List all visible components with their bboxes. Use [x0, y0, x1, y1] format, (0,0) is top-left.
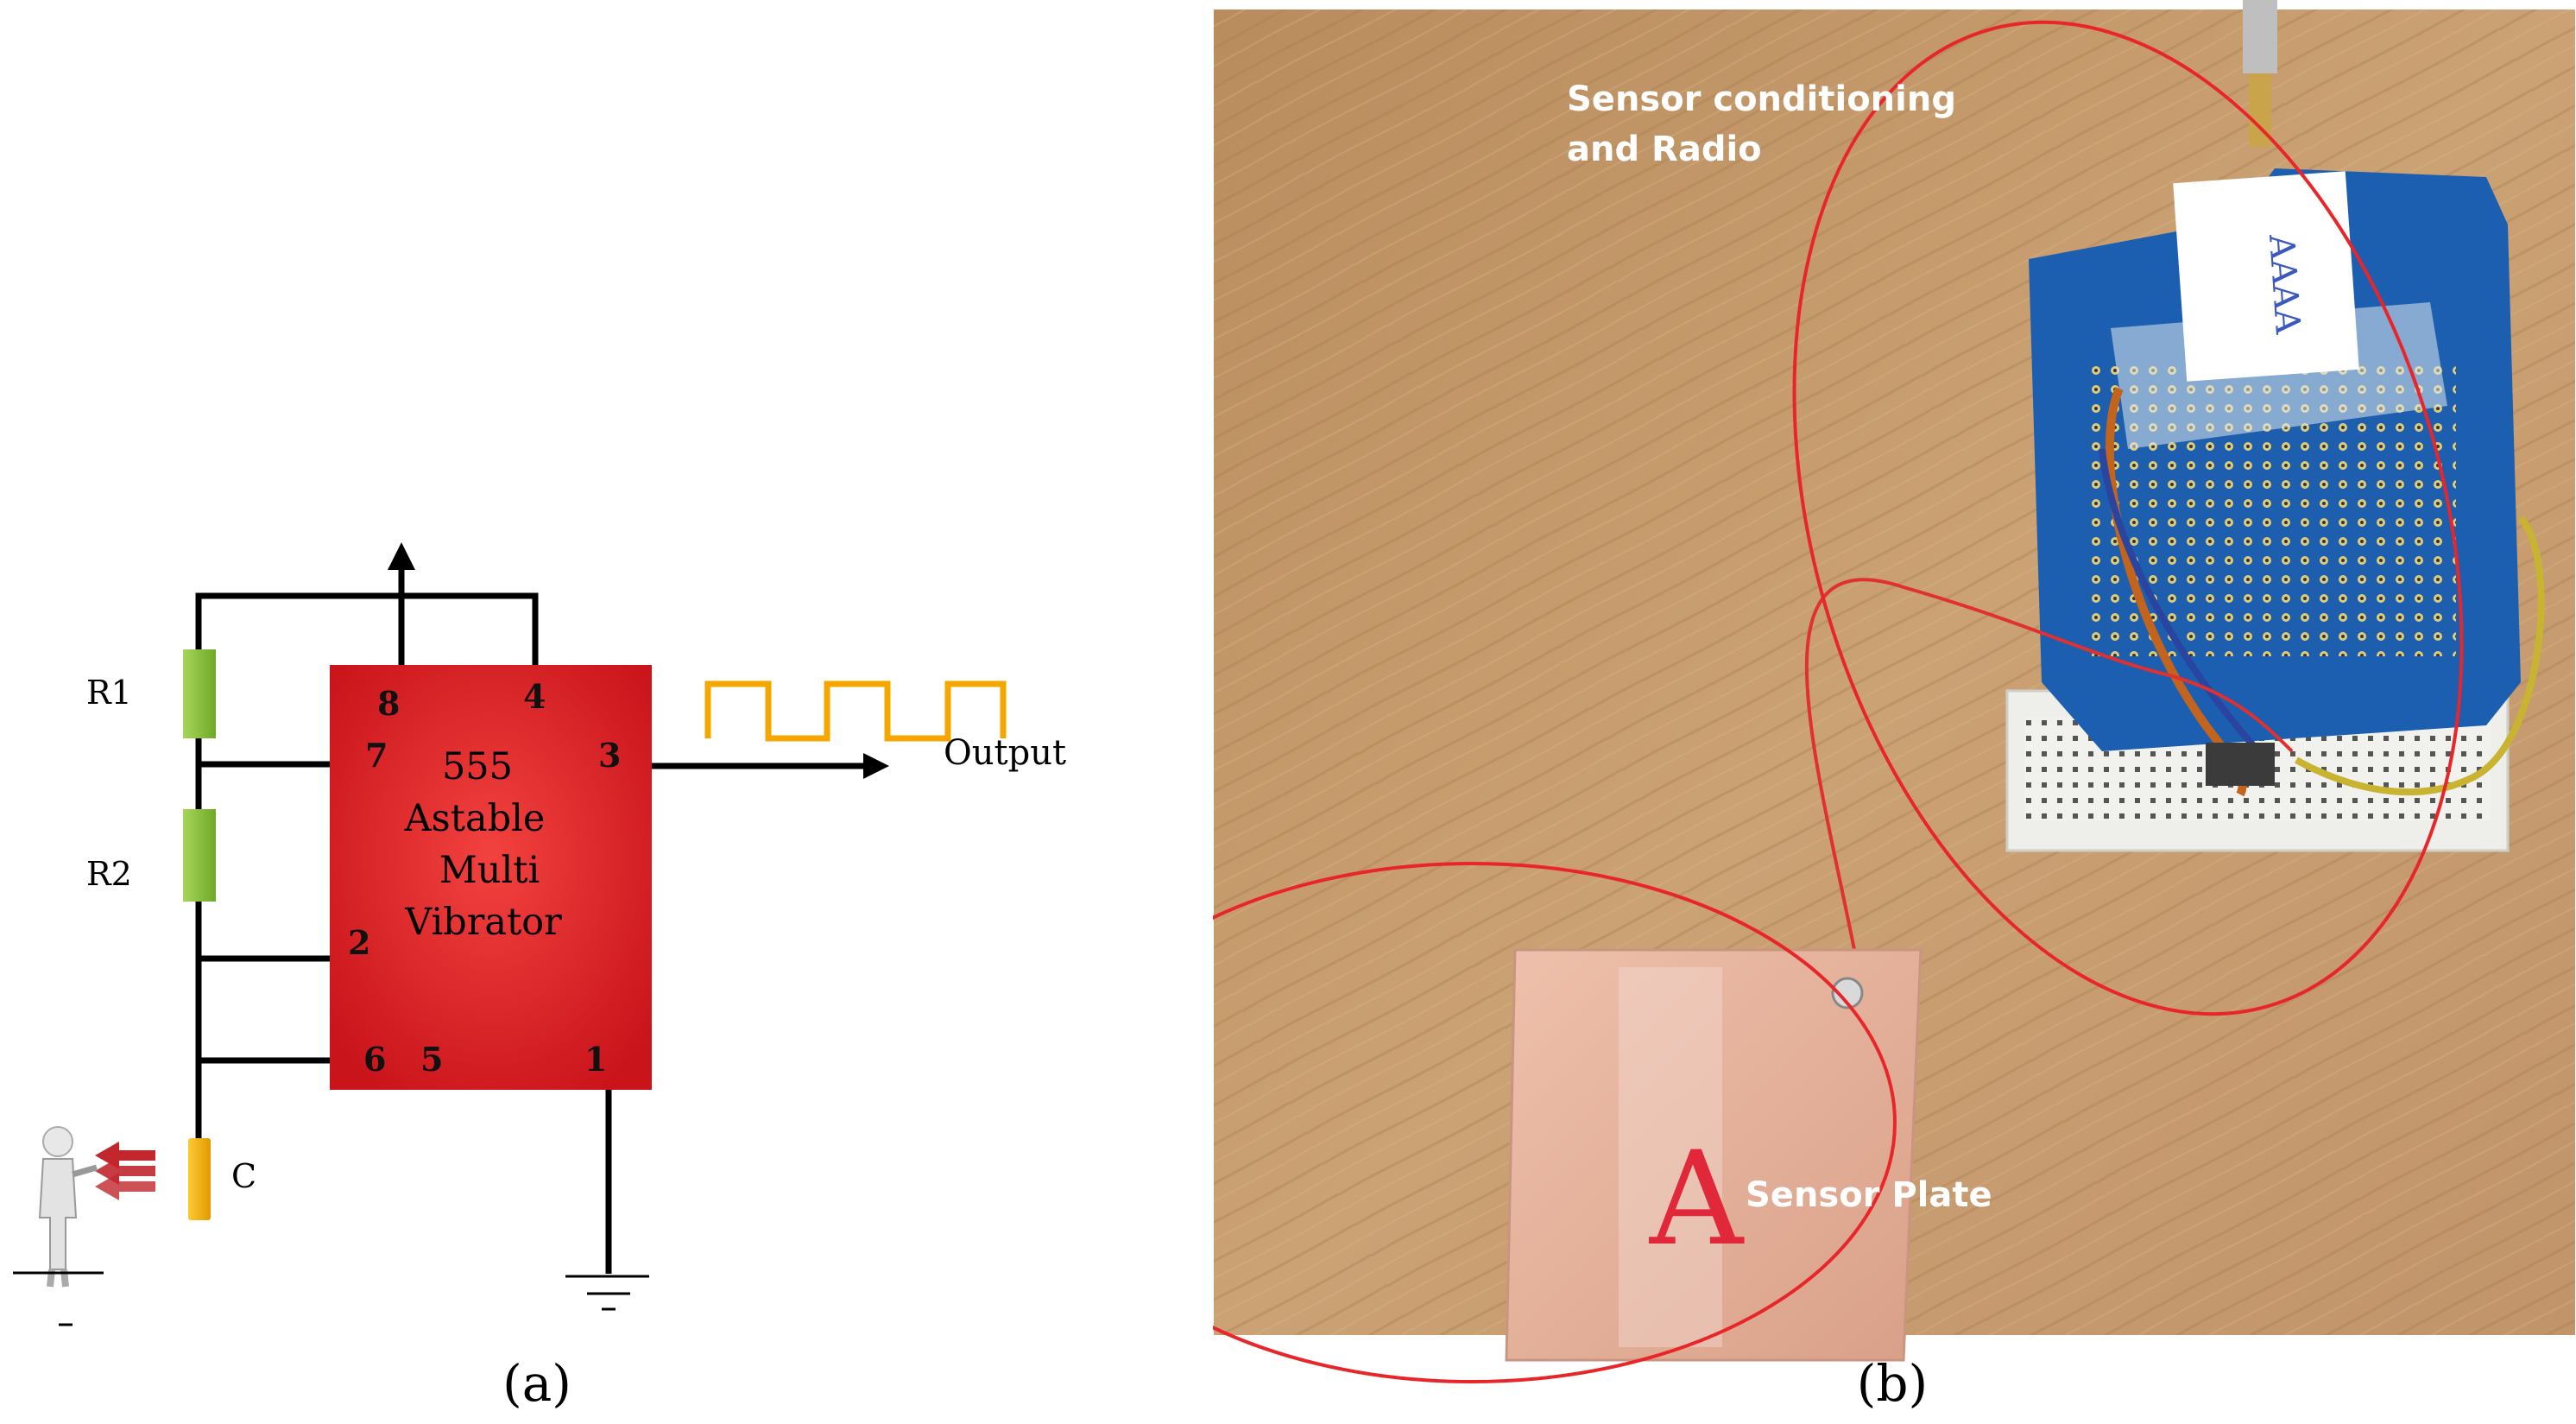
pin-3-label: 3: [598, 736, 621, 775]
resistor-r1: [183, 649, 216, 738]
yellow-wire: [2295, 516, 2545, 796]
touch-signal-arrows-icon: [95, 1142, 155, 1200]
vcc-arrow-icon: [388, 542, 415, 570]
ic-on-breadboard: [2206, 743, 2275, 786]
output-label: Output: [944, 733, 1066, 773]
chip-title-multi: Multi: [439, 849, 540, 892]
sensor-photo-panel: AAAA A Sensor conditioning and Radio Sen…: [1047, 0, 2576, 1421]
pin-1-label: 1: [584, 1040, 607, 1079]
ic-555-chip: [330, 665, 652, 1090]
conditioning-label-line1: Sensor conditioning: [1567, 79, 1956, 119]
r1-label: R1: [86, 674, 132, 712]
pin-5-label: 5: [420, 1040, 443, 1079]
sensor-lead-wire: [1804, 578, 2294, 959]
radio-module: [2173, 171, 2359, 382]
blue-wire: [2099, 448, 2269, 763]
conditioning-highlight-circle: [1792, 20, 2464, 1016]
pin-4-label: 4: [523, 677, 546, 716]
square-wave-icon: [704, 680, 1007, 742]
radio-module-text: AAAA: [2261, 232, 2308, 337]
chip-title-vibrator: Vibrator: [404, 901, 562, 944]
r2-label: R2: [86, 855, 132, 893]
output-arrow-icon: [863, 753, 889, 779]
conditioning-label-line2: and Radio: [1567, 130, 1762, 169]
plate-letter: A: [1649, 1124, 1745, 1275]
pin-7-label: 7: [365, 736, 388, 775]
antenna: [2243, 0, 2277, 73]
panel-a-caption: (a): [502, 1354, 571, 1413]
pin-6-label: 6: [363, 1040, 386, 1079]
sensor-plate: A: [1505, 948, 1923, 1362]
capacitor-c: [188, 1138, 211, 1220]
touching-person-icon: [13, 1126, 104, 1326]
sensor-photo: AAAA A Sensor conditioning and Radio Sen…: [1047, 0, 2575, 1413]
panel-b-caption: (b): [1857, 1354, 1928, 1413]
chip-title-555: 555: [442, 745, 513, 788]
circuit-schematic: R1 R2 C Output 555 Astable Multi Vibrato…: [13, 542, 1066, 1413]
ground-icon: [565, 1275, 649, 1311]
c-label: C: [231, 1157, 256, 1195]
chip-title-astable: Astable: [404, 797, 546, 840]
plate-label: Sensor Plate: [1746, 1175, 1992, 1215]
sensor-conditioning-hardware: AAAA: [2005, 0, 2545, 852]
circuit-diagram-panel: R1 R2 C Output 555 Astable Multi Vibrato…: [0, 0, 1209, 1421]
resistor-r2: [183, 809, 216, 902]
pin-2-label: 2: [348, 923, 370, 962]
solder-joint: [1831, 977, 1864, 1009]
pin-8-label: 8: [377, 684, 400, 723]
